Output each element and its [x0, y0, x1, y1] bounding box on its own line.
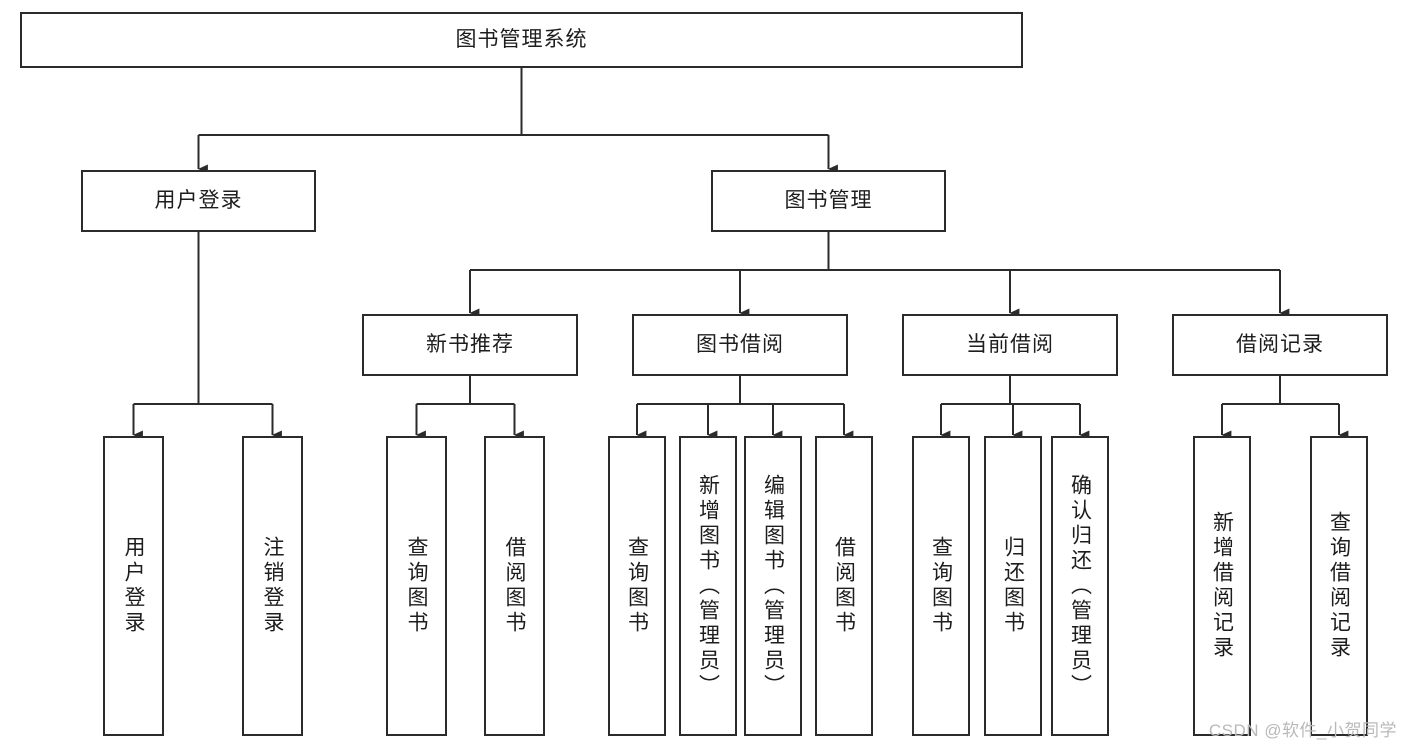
node-leaf-cur-1[interactable]: 查询图书	[912, 436, 970, 736]
node-leaf-bor-3[interactable]: 编辑图书（管理员）	[744, 436, 802, 736]
node-leaf-rec-2[interactable]: 查询借阅记录	[1310, 436, 1368, 736]
node-label: 当前借阅	[966, 333, 1054, 357]
node-leaf-bor-4[interactable]: 借阅图书	[815, 436, 873, 736]
node-leaf-cur-3[interactable]: 确认归还（管理员）	[1051, 436, 1109, 736]
node-newbook[interactable]: 新书推荐	[362, 314, 578, 376]
node-label: 借阅图书	[503, 536, 526, 636]
node-leaf-login-1[interactable]: 用户登录	[103, 436, 164, 736]
node-label: 新书推荐	[426, 333, 514, 357]
node-leaf-bor-1[interactable]: 查询图书	[608, 436, 666, 736]
node-label: 图书借阅	[696, 333, 784, 357]
node-label: 用户登录	[154, 189, 243, 213]
node-current[interactable]: 当前借阅	[902, 314, 1118, 376]
node-label: 归还图书	[1001, 536, 1025, 636]
node-label: 编辑图书（管理员）	[761, 473, 785, 699]
node-label: 用户登录	[122, 536, 145, 636]
node-records[interactable]: 借阅记录	[1172, 314, 1388, 376]
node-label: 确认归还（管理员）	[1068, 473, 1092, 699]
node-leaf-bor-2[interactable]: 新增图书（管理员）	[679, 436, 737, 736]
node-label: 图书管理系统	[455, 28, 588, 52]
node-label: 查询图书	[929, 536, 953, 636]
csdn-watermark: CSDN @软件_小贺同学	[1208, 721, 1397, 740]
node-leaf-new-2[interactable]: 借阅图书	[484, 436, 545, 736]
node-borrow[interactable]: 图书借阅	[632, 314, 848, 376]
node-label: 新增借阅记录	[1210, 511, 1234, 661]
node-label: 借阅记录	[1236, 333, 1324, 357]
node-login[interactable]: 用户登录	[81, 170, 316, 232]
node-root[interactable]: 图书管理系统	[20, 12, 1023, 68]
node-leaf-cur-2[interactable]: 归还图书	[984, 436, 1042, 736]
node-bookmgmt[interactable]: 图书管理	[711, 170, 946, 232]
node-leaf-rec-1[interactable]: 新增借阅记录	[1193, 436, 1251, 736]
node-label: 图书管理	[784, 189, 873, 213]
node-leaf-new-1[interactable]: 查询图书	[386, 436, 447, 736]
node-label: 注销登录	[261, 536, 284, 636]
node-label: 新增图书（管理员）	[696, 473, 720, 699]
node-label: 借阅图书	[832, 536, 856, 636]
node-label: 查询借阅记录	[1327, 511, 1351, 661]
node-label: 查询图书	[625, 536, 649, 636]
node-leaf-login-2[interactable]: 注销登录	[242, 436, 303, 736]
node-label: 查询图书	[405, 536, 428, 636]
